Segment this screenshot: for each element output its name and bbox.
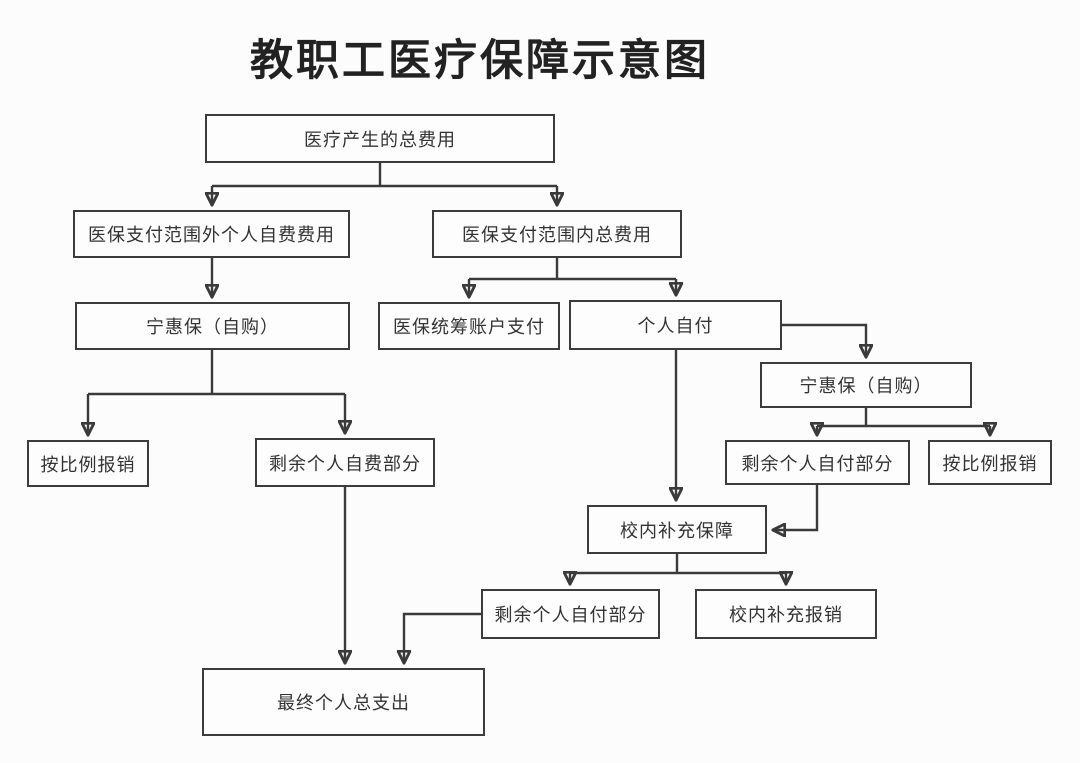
flow-edge-arrow <box>404 612 481 662</box>
node-ninghuibao-left: 宁惠保（自购） <box>75 302 350 350</box>
node-ninghuibao-right: 宁惠保（自购） <box>760 362 972 408</box>
node-remaining-self-funded: 剩余个人自费部分 <box>255 438 435 487</box>
node-proportional-reimburse-right: 按比例报销 <box>928 440 1052 485</box>
node-proportional-reimburse-left: 按比例报销 <box>27 440 149 487</box>
node-out-of-scope-self-funded: 医保支付范围外个人自费费用 <box>73 210 350 258</box>
node-remaining-self-pay-bottom: 剩余个人自付部分 <box>481 589 660 639</box>
diagram-title: 教职工医疗保障示意图 <box>250 37 710 85</box>
node-remaining-self-pay-right: 剩余个人自付部分 <box>725 440 910 485</box>
flow-edge-arrow <box>774 485 819 530</box>
node-total-cost: 医疗产生的总费用 <box>205 114 555 163</box>
node-school-supplement-reimburse: 校内补充报销 <box>695 589 877 639</box>
node-school-supplement-guarantee: 校内补充保障 <box>587 505 767 554</box>
node-pooled-account-pay: 医保统筹账户支付 <box>378 302 560 350</box>
node-personal-self-pay: 个人自付 <box>569 300 782 350</box>
node-final-personal-total: 最终个人总支出 <box>202 668 485 736</box>
flow-edge-arrow <box>782 323 866 356</box>
node-in-scope-total: 医保支付范围内总费用 <box>432 210 682 258</box>
